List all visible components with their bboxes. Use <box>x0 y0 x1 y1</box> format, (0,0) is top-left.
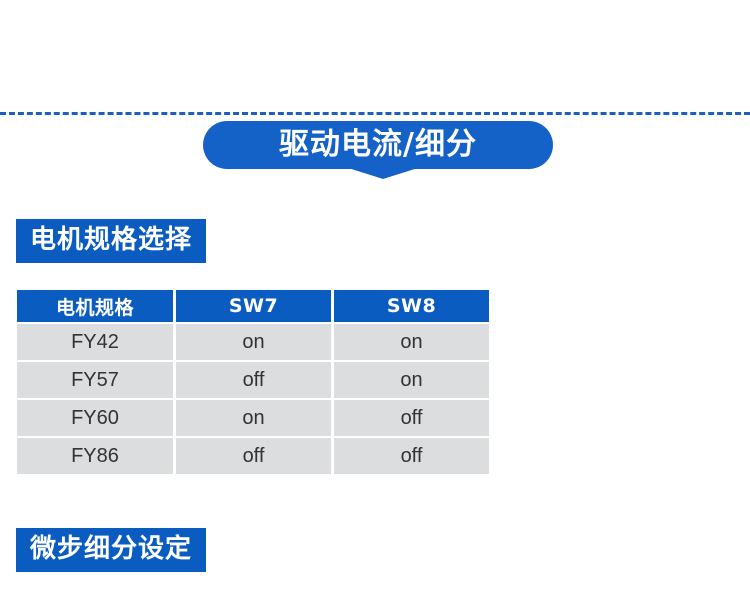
heading-microstep: 微步细分设定 <box>16 528 207 572</box>
cell-motor-spec: FY57 <box>17 362 173 398</box>
cell-sw8: off <box>334 438 489 474</box>
banner-pill: 驱动电流/细分 <box>203 121 553 169</box>
table-row: FY57 off on <box>17 362 489 398</box>
column-header-sw7: SW7 <box>176 290 331 322</box>
cell-sw8: off <box>334 400 489 436</box>
cell-sw7: on <box>176 400 331 436</box>
section-banner: 驱动电流/细分 <box>203 121 553 179</box>
column-header-motor-spec: 电机规格 <box>17 290 173 322</box>
banner-pointer-triangle <box>345 167 421 179</box>
table-row: FY42 on on <box>17 324 489 360</box>
table-row: FY60 on off <box>17 400 489 436</box>
heading-motor-spec: 电机规格选择 <box>16 219 207 263</box>
dashed-divider <box>0 112 750 115</box>
cell-motor-spec: FY60 <box>17 400 173 436</box>
cell-sw7: off <box>176 362 331 398</box>
cell-motor-spec: FY86 <box>17 438 173 474</box>
banner-title: 驱动电流/细分 <box>279 127 477 162</box>
cell-motor-spec: FY42 <box>17 324 173 360</box>
cell-sw7: on <box>176 324 331 360</box>
table-header-row: 电机规格 SW7 SW8 <box>17 290 489 322</box>
column-header-sw8: SW8 <box>334 290 489 322</box>
cell-sw8: on <box>334 362 489 398</box>
motor-spec-table: 电机规格 SW7 SW8 FY42 on on FY57 off on FY60… <box>14 288 492 476</box>
cell-sw7: off <box>176 438 331 474</box>
cell-sw8: on <box>334 324 489 360</box>
table-row: FY86 off off <box>17 438 489 474</box>
